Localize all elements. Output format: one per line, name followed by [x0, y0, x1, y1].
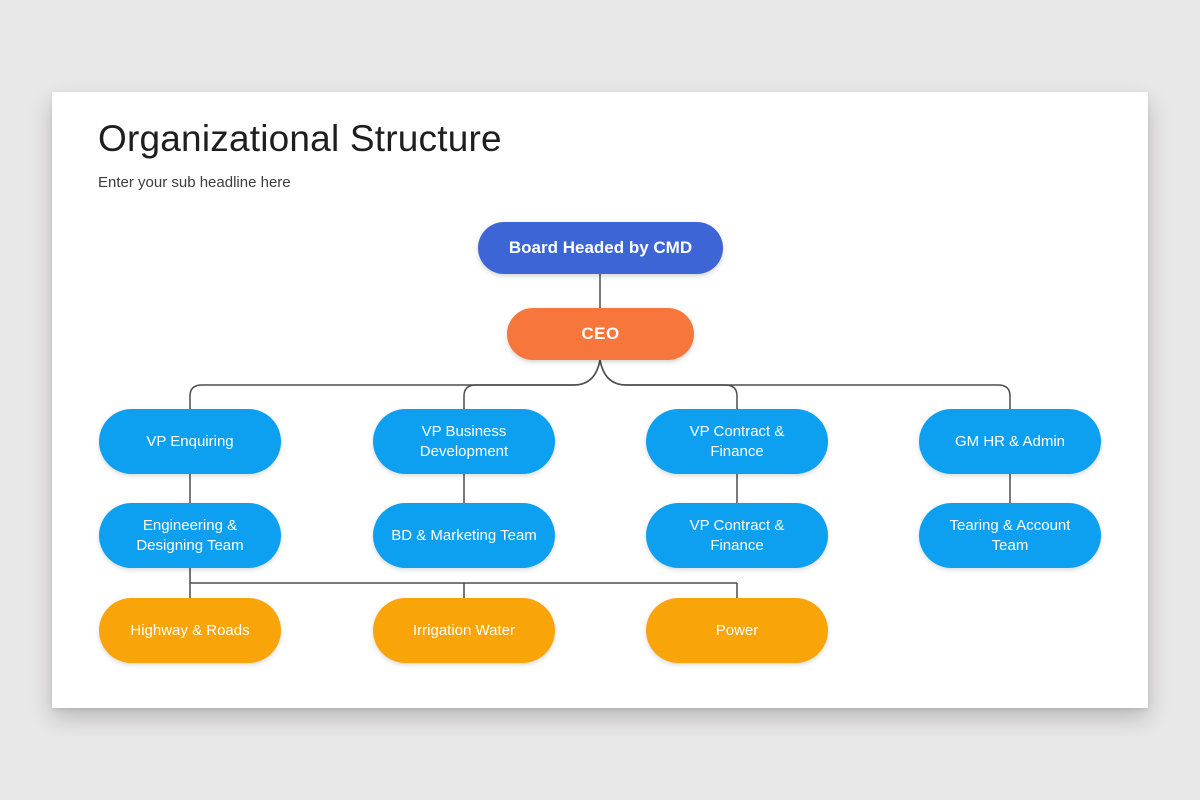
- node-bd-marketing-team[interactable]: BD & Marketing Team: [373, 503, 555, 568]
- page-title: Organizational Structure: [98, 118, 502, 159]
- connector-ceo-vp4: [599, 359, 1011, 409]
- node-vp-contract-finance[interactable]: VP Contract & Finance: [646, 409, 828, 474]
- node-gm-hr-admin[interactable]: GM HR & Admin: [919, 409, 1101, 474]
- node-vp-enquiring[interactable]: VP Enquiring: [99, 409, 281, 474]
- node-power[interactable]: Power: [646, 598, 828, 663]
- connector-ceo-vp2: [463, 359, 601, 409]
- slide-card: Organizational Structure Enter your sub …: [52, 92, 1148, 708]
- node-tearing-account-team[interactable]: Tearing & Account Team: [919, 503, 1101, 568]
- connector-team1-departments: [189, 568, 738, 598]
- node-board[interactable]: Board Headed by CMD: [478, 222, 723, 274]
- node-highway-roads[interactable]: Highway & Roads: [99, 598, 281, 663]
- org-chart: Board Headed by CMD CEO VP Enquiring VP …: [52, 92, 1148, 708]
- node-vp-business-development[interactable]: VP Business Development: [373, 409, 555, 474]
- node-engineering-designing-team[interactable]: Engineering & Designing Team: [99, 503, 281, 568]
- node-vp-contract-finance-team[interactable]: VP Contract & Finance: [646, 503, 828, 568]
- page-subtitle: Enter your sub headline here: [98, 174, 291, 191]
- connector-lines: [189, 274, 1011, 598]
- node-irrigation-water[interactable]: Irrigation Water: [373, 598, 555, 663]
- node-ceo[interactable]: CEO: [507, 308, 694, 360]
